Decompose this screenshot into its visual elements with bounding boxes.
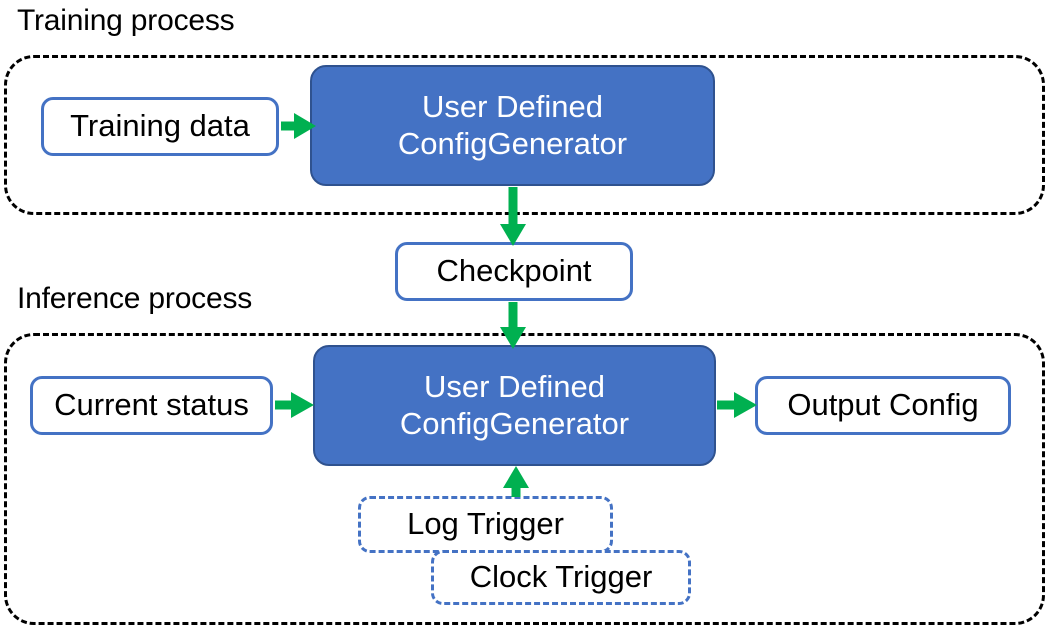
generator-inference-line2: ConfigGenerator bbox=[399, 405, 630, 441]
node-output-config[interactable]: Output Config bbox=[755, 376, 1011, 435]
node-checkpoint[interactable]: Checkpoint bbox=[395, 242, 633, 301]
node-training-data[interactable]: Training data bbox=[41, 97, 279, 156]
generator-training-line1: User Defined bbox=[422, 88, 603, 124]
node-log-trigger-label: Log Trigger bbox=[407, 506, 564, 542]
generator-training-line2: ConfigGenerator bbox=[397, 125, 628, 161]
node-user-defined-config-generator-inference[interactable]: User Defined ConfigGenerator bbox=[313, 345, 716, 466]
node-clock-trigger[interactable]: Clock Trigger bbox=[431, 550, 691, 605]
node-clock-trigger-label: Clock Trigger bbox=[469, 559, 653, 595]
training-process-group bbox=[4, 55, 1045, 215]
node-log-trigger[interactable]: Log Trigger bbox=[358, 496, 613, 553]
training-process-label: Training process bbox=[17, 4, 235, 37]
node-checkpoint-label: Checkpoint bbox=[436, 253, 592, 289]
node-user-defined-config-generator-training[interactable]: User Defined ConfigGenerator bbox=[310, 65, 715, 186]
node-training-data-label: Training data bbox=[70, 108, 250, 144]
generator-inference-line1: User Defined bbox=[424, 368, 605, 404]
node-output-config-label: Output Config bbox=[787, 387, 979, 423]
node-current-status-label: Current status bbox=[54, 387, 249, 423]
node-current-status[interactable]: Current status bbox=[30, 376, 273, 435]
inference-process-label: Inference process bbox=[17, 282, 253, 315]
